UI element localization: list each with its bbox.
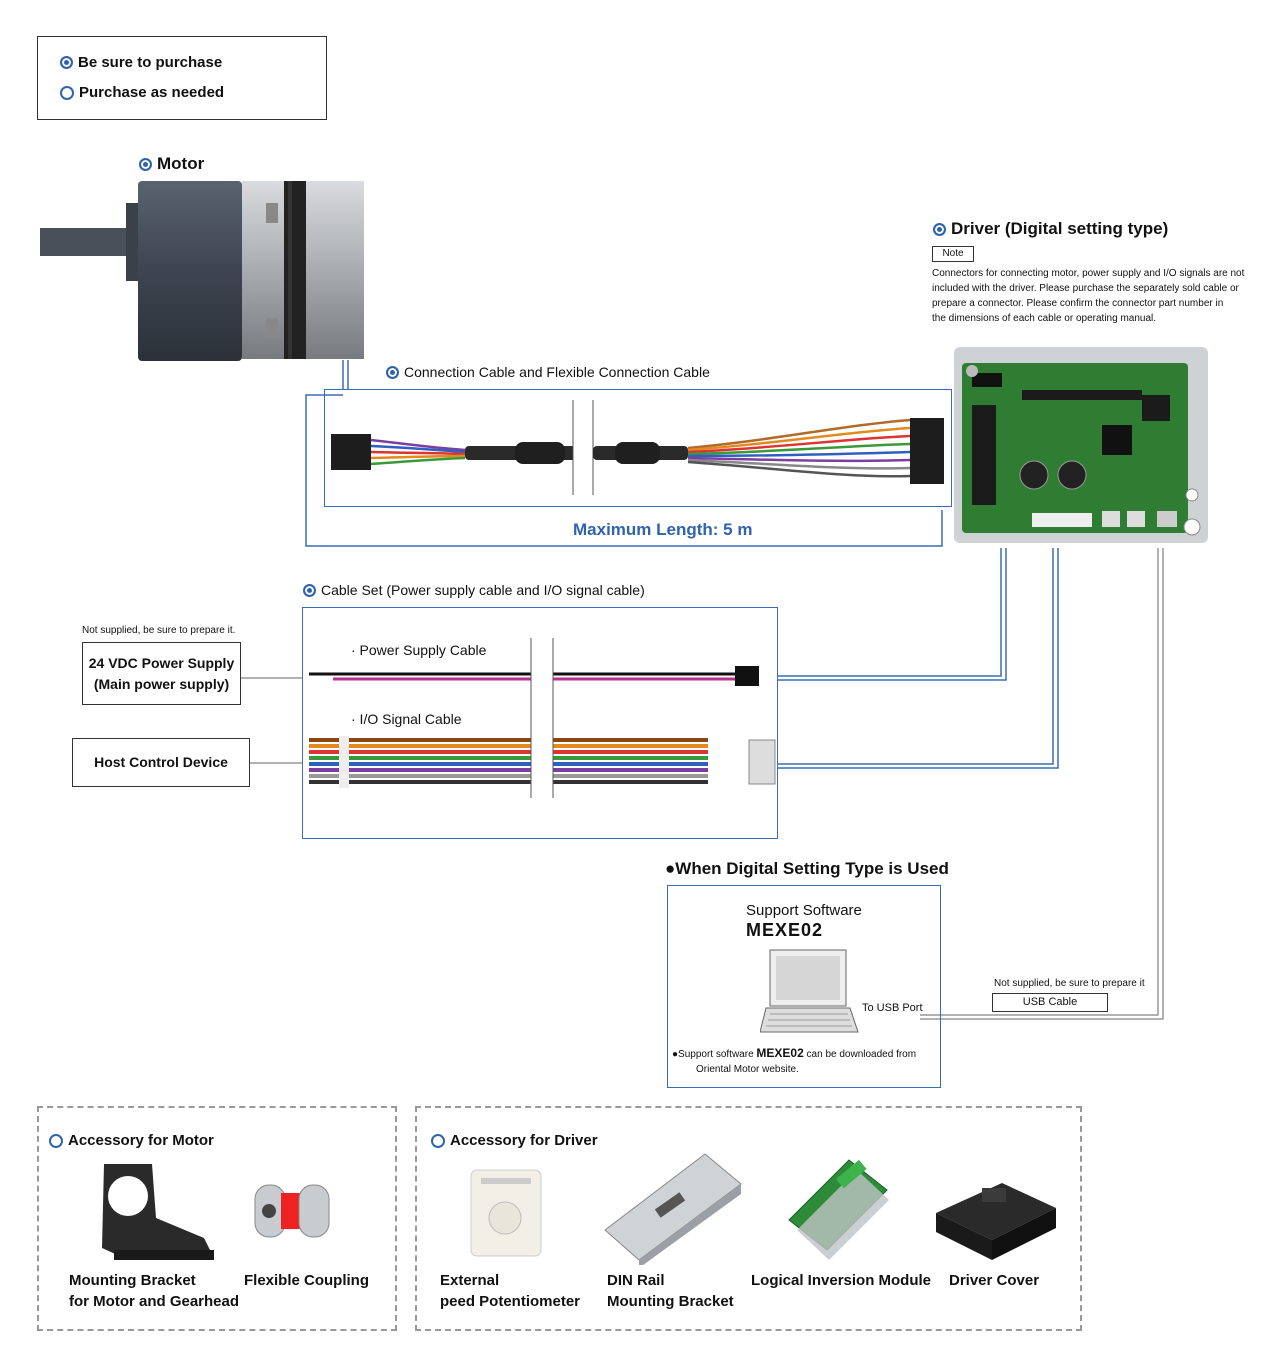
usb-note: Not supplied, be sure to prepare it <box>994 978 1145 989</box>
acc-motor-title-label: Accessory for Motor <box>68 1132 214 1149</box>
cable-set-title: Cable Set (Power supply cable and I/O si… <box>303 582 645 598</box>
host-control-label: Host Control Device <box>94 754 228 770</box>
empty-circle-icon <box>431 1133 445 1148</box>
cable-set-box: · Power Supply Cable · I/O Signal Cable <box>302 607 778 839</box>
connection-cable-box <box>324 389 952 507</box>
download-pre: ●Support software <box>672 1049 757 1060</box>
acc-motor-box: Accessory for Motor Mounting Bracket for… <box>37 1106 397 1331</box>
power-supply-note: Not supplied, be sure to prepare it. <box>82 625 236 636</box>
acc-driver-box: Accessory for Driver External peed Poten… <box>415 1106 1082 1331</box>
host-control-box: Host Control Device <box>72 738 250 787</box>
acc-item-flexible-coupling: Flexible Coupling <box>244 1270 369 1291</box>
power-supply-box: 24 VDC Power Supply (Main power supply) <box>82 642 241 705</box>
acc-driver-title-label: Accessory for Driver <box>450 1132 598 1149</box>
filled-circle-icon <box>386 365 399 379</box>
connection-cable-title: Connection Cable and Flexible Connection… <box>386 364 710 380</box>
note-line: Connectors for connecting motor, power s… <box>932 268 1245 279</box>
motor-title-label: Motor <box>157 154 205 173</box>
acc-item-line1: DIN Rail <box>607 1272 665 1289</box>
connection-cable-title-label: Connection Cable and Flexible Connection… <box>404 364 710 380</box>
acc-motor-title: Accessory for Motor <box>49 1132 214 1149</box>
download-note: ●Support software MEXE02 can be download… <box>672 1046 916 1060</box>
acc-item-line1: Logical Inversion Module <box>751 1272 932 1289</box>
cable-set-image <box>309 638 776 798</box>
acc-item-line2: for Motor and Gearhead <box>69 1293 240 1310</box>
filled-circle-icon <box>933 222 946 236</box>
io-cable-label: · I/O Signal Cable <box>351 711 462 727</box>
acc-item-line2: peed Potentiometer <box>440 1293 581 1310</box>
legend-box: Be sure to purchase Purchase as needed <box>37 36 327 120</box>
empty-circle-icon <box>49 1133 63 1148</box>
acc-item-line1: Flexible Coupling <box>244 1272 370 1289</box>
acc-item-line1: External <box>440 1272 500 1289</box>
din-rail-bracket-image <box>604 1153 742 1265</box>
cable-set-title-label: Cable Set (Power supply cable and I/O si… <box>321 582 645 598</box>
to-usb-label: To USB Port <box>862 1002 923 1014</box>
filled-circle-icon <box>139 157 152 171</box>
download-post: can be downloaded from <box>803 1049 917 1060</box>
software-label: Support Software <box>746 902 862 919</box>
driver-title: Driver (Digital setting type) <box>933 219 1168 239</box>
acc-item-driver-cover: Driver Cover <box>949 1270 1039 1291</box>
usb-cable-box: USB Cable <box>992 993 1108 1012</box>
legend-optional-label: Purchase as needed <box>79 84 225 101</box>
empty-circle-icon <box>60 85 74 100</box>
acc-item-mounting-bracket: Mounting Bracket for Motor and Gearhead <box>69 1270 239 1312</box>
connection-cable-image <box>331 400 944 495</box>
software-name: MEXE02 <box>746 920 824 940</box>
flexible-coupling-image <box>254 1184 330 1238</box>
acc-item-line2: Mounting Bracket <box>607 1293 734 1310</box>
logical-inversion-module-image <box>788 1159 889 1260</box>
laptop-icon <box>760 949 859 1033</box>
motor-image <box>40 181 364 361</box>
legend-optional: Purchase as needed <box>60 84 224 101</box>
note-tag: Note <box>932 246 974 262</box>
power-supply-line1: 24 VDC Power Supply <box>88 654 235 671</box>
power-cable-label: · Power Supply Cable <box>351 642 487 658</box>
driver-cover-image <box>936 1183 1056 1260</box>
digital-box: Support Software MEXE02 To USB Port ●Sup… <box>667 885 941 1088</box>
acc-item-din-rail: DIN Rail Mounting Bracket <box>607 1270 734 1312</box>
driver-note: Connectors for connecting motor, power s… <box>932 266 1252 326</box>
acc-item-logical-inversion: Logical Inversion Module <box>751 1270 931 1291</box>
legend-must-label: Be sure to purchase <box>78 54 223 71</box>
potentiometer-image <box>470 1169 542 1257</box>
mounting-bracket-image <box>102 1164 214 1260</box>
note-line: included with the driver. Please purchas… <box>932 283 1239 294</box>
note-line: the dimensions of each cable or operatin… <box>932 313 1157 324</box>
download-line2: Oriental Motor website. <box>696 1064 799 1075</box>
acc-item-line1: Mounting Bracket <box>69 1272 196 1289</box>
max-length-label: Maximum Length: 5 m <box>573 520 753 539</box>
filled-circle-icon <box>303 583 316 597</box>
acc-item-potentiometer: External peed Potentiometer <box>440 1270 580 1312</box>
note-line: prepare a connector. Please confirm the … <box>932 298 1224 309</box>
power-supply-line2: (Main power supply) <box>93 675 230 692</box>
acc-driver-title: Accessory for Driver <box>431 1132 598 1149</box>
motor-title: Motor <box>139 154 204 174</box>
filled-circle-icon <box>60 56 73 69</box>
digital-title: ●When Digital Setting Type is Used <box>665 859 949 878</box>
legend-must: Be sure to purchase <box>60 54 222 71</box>
download-name: MEXE02 <box>756 1046 804 1060</box>
acc-item-line1: Driver Cover <box>949 1272 1040 1289</box>
driver-image <box>954 347 1208 543</box>
driver-title-label: Driver (Digital setting type) <box>951 219 1169 238</box>
